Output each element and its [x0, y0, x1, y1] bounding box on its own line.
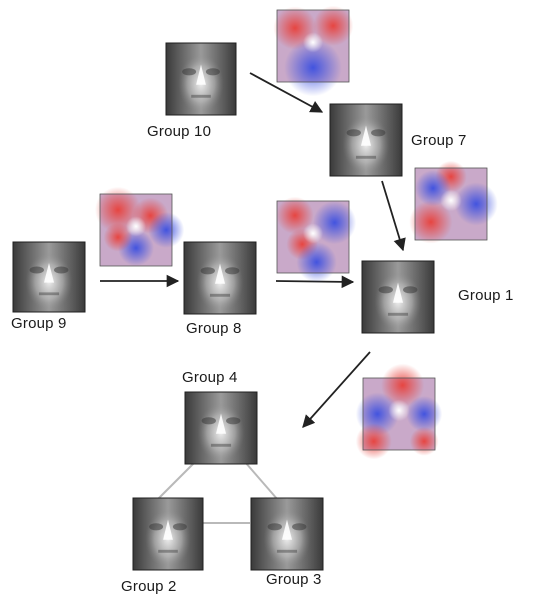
- label-group-3: Group 3: [266, 571, 322, 588]
- face-g8: [183, 241, 257, 315]
- face-g2: [132, 497, 204, 571]
- diff-group7-group1: [409, 160, 498, 244]
- label-group-2: Group 2: [121, 578, 177, 595]
- face-g4: [184, 391, 258, 465]
- arrow-group7-to-group1: [381, 180, 406, 252]
- label-group-9: Group 9: [11, 315, 67, 332]
- label-group-10: Group 10: [147, 123, 212, 140]
- face-g3: [250, 497, 324, 571]
- face-g10: [165, 42, 237, 116]
- label-group-8: Group 8: [186, 320, 242, 337]
- link-group4-group2: [156, 461, 196, 501]
- arrow-group10-to-group7: [249, 72, 324, 113]
- diff-group10-group7: [273, 5, 354, 97]
- face-g7: [329, 103, 403, 177]
- diff-group1-group4: [355, 363, 443, 460]
- diff-group9-group8: [94, 186, 185, 267]
- diff-group8-group1: [276, 196, 357, 283]
- label-group-7: Group 7: [411, 132, 467, 149]
- label-group-1: Group 1: [458, 287, 514, 304]
- link-group4-group3: [244, 461, 279, 501]
- arrow-group1-to-group4: [302, 351, 371, 428]
- face-images: [12, 42, 435, 571]
- face-g1: [361, 260, 435, 334]
- face-g9: [12, 241, 86, 313]
- difference-maps: [94, 5, 498, 460]
- label-group-4: Group 4: [182, 369, 238, 386]
